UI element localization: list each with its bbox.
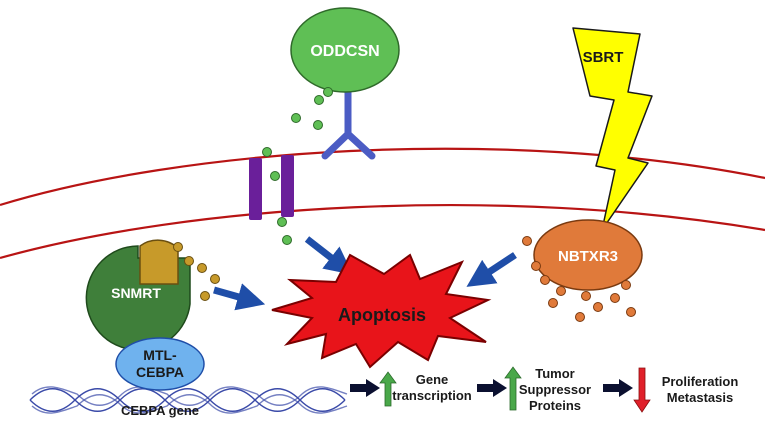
pathway-flow: Gene transcription Tumor Suppressor Prot…	[350, 366, 738, 413]
tumor-suppressor-line1: Tumor	[535, 366, 574, 381]
cebpa-gene-label: CEBPA gene	[121, 403, 199, 418]
arrow-channel-to-apoptosis	[304, 236, 353, 275]
flow-arrow-2	[477, 379, 507, 397]
oddcsn-group: ODDCSN	[290, 7, 400, 160]
nbtxr3-label: NBTXR3	[558, 248, 618, 265]
apoptosis-group: Apoptosis	[271, 253, 492, 369]
nbtxr3-group: NBTXR3	[522, 219, 643, 322]
drug-particles-green	[262, 87, 333, 245]
mtl-cebpa-group: MTL- CEBPA	[115, 337, 205, 391]
snmrt-group: SNMRT	[85, 239, 220, 351]
up-arrow-icon-gene	[379, 371, 397, 407]
snmrt-inner-quarter	[139, 239, 179, 285]
nbtxr3-ellipse	[533, 219, 643, 291]
receptor-arm-left	[321, 130, 352, 160]
up-arrow-icon-tumor	[504, 366, 522, 411]
membrane-inner-line	[0, 204, 765, 260]
gene-transcription-line2: transcription	[392, 388, 472, 403]
sbrt-label: SBRT	[583, 49, 624, 66]
tumor-suppressor-line2: Suppressor	[519, 382, 591, 397]
lightning-bolt-icon	[572, 27, 653, 231]
oddcsn-label: ODDCSN	[310, 43, 379, 60]
sbrt-group: SBRT	[572, 27, 653, 231]
oddcsn-ellipse	[290, 7, 400, 93]
mtl-cebpa-ellipse	[115, 337, 205, 391]
flow-arrow-3	[603, 379, 633, 397]
snmrt-label: SNMRT	[111, 285, 161, 301]
receptor-arm-right	[344, 130, 376, 160]
gene-transcription-line1: Gene	[416, 372, 449, 387]
arrow-snmrt-to-apoptosis	[213, 283, 266, 311]
blue-arrows	[213, 236, 517, 311]
snmrt-particles	[173, 242, 220, 301]
tumor-suppressor-line3: Proteins	[529, 398, 581, 413]
membrane-outer-line	[0, 147, 765, 207]
proliferation-metastasis-line2: Metastasis	[667, 390, 733, 405]
flow-arrow-1	[350, 379, 380, 397]
membrane-channel	[249, 155, 294, 220]
cebpa-dna-helix	[29, 386, 348, 414]
mtl-cebpa-label-line1: MTL-	[143, 347, 177, 363]
mtl-cebpa-label-line2: CEBPA	[136, 364, 184, 380]
nbtxr3-particles	[522, 236, 636, 322]
arrow-nbtxr3-to-apoptosis	[466, 252, 517, 287]
apoptosis-label: Apoptosis	[338, 305, 426, 325]
proliferation-metastasis-line1: Proliferation	[662, 374, 739, 389]
apoptosis-starburst	[271, 253, 492, 369]
down-arrow-icon	[633, 367, 651, 413]
